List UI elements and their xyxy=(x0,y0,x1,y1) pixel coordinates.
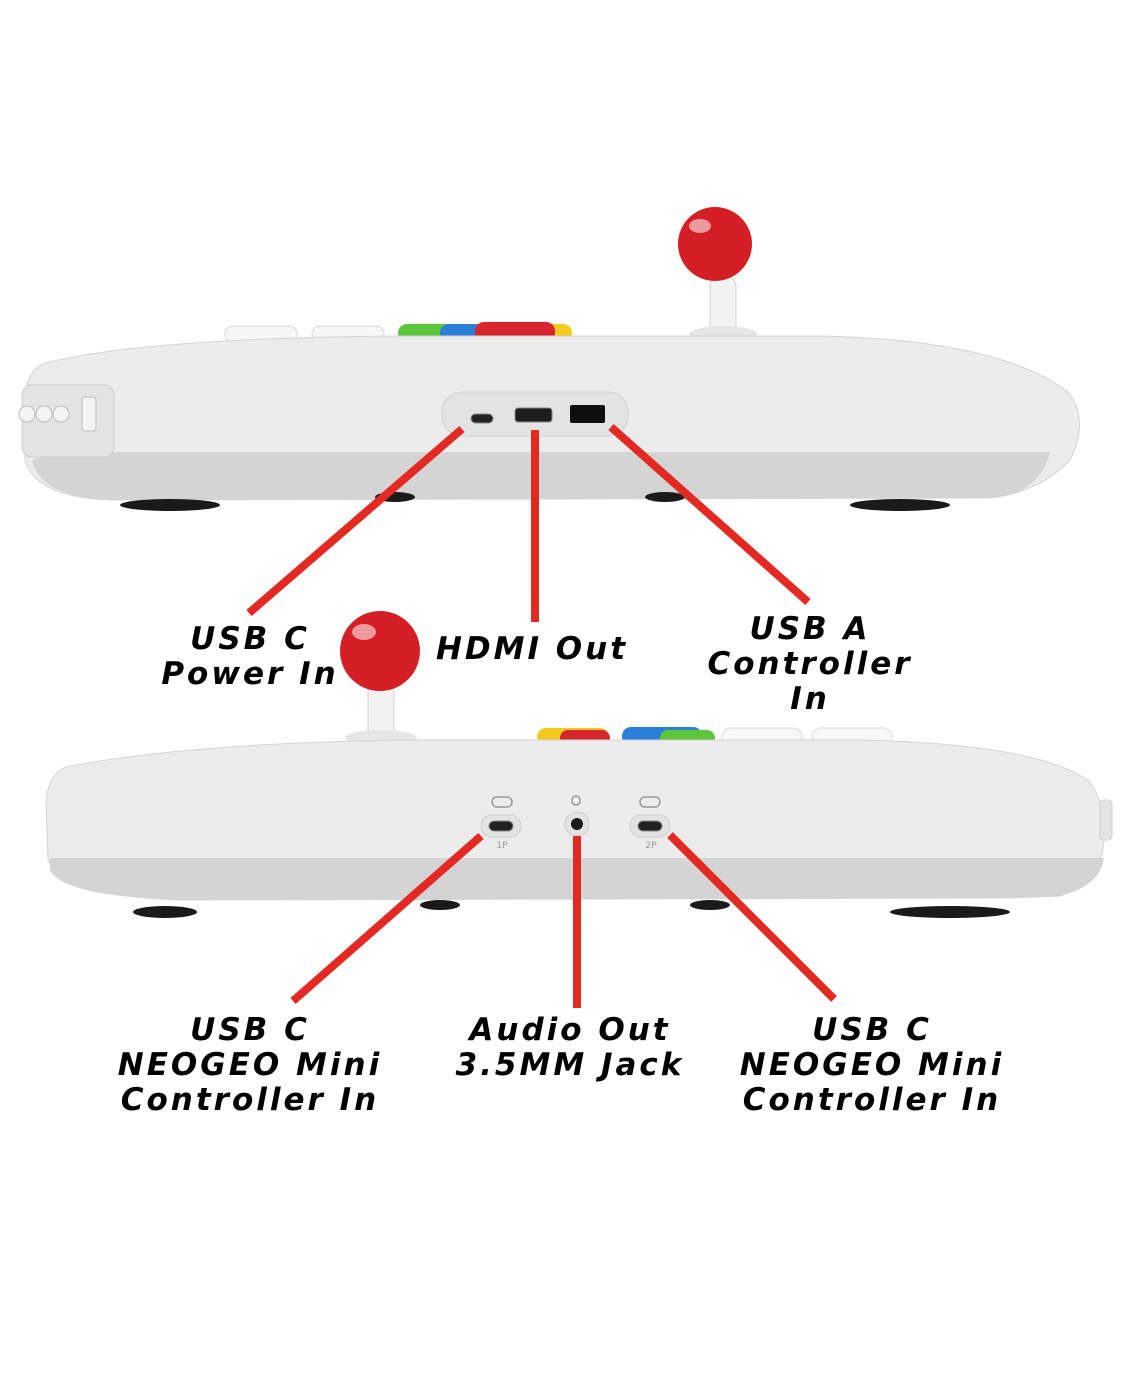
port-mark-1p: 1P xyxy=(496,841,508,851)
label-usb-c-1p-line-1: USB C xyxy=(190,1012,310,1048)
label-audio-out-line-1: Audio Out xyxy=(469,1012,671,1048)
top-joystick-highlight xyxy=(689,219,711,233)
label-audio-out-line-2: 3.5MM Jack xyxy=(455,1047,685,1083)
top-foot-1 xyxy=(120,499,220,511)
top-side-button-2 xyxy=(35,405,53,423)
label-usb-c-power-in: USB C Power In xyxy=(130,622,370,692)
top-side-button-3 xyxy=(52,405,70,423)
bottom-foot-1 xyxy=(133,906,197,918)
controller-2p-icon xyxy=(639,796,661,808)
label-usb-c-2p-line-2: NEOGEO Mini xyxy=(739,1047,1005,1083)
label-usb-c-2p-line-3: Controller In xyxy=(742,1082,1002,1118)
top-side-button-1 xyxy=(18,405,36,423)
bottom-foot-4 xyxy=(890,906,1010,918)
pointer-usb-c-1p xyxy=(290,832,484,1005)
port-mark-2p: 2P xyxy=(645,841,657,851)
usb-c-2p-port xyxy=(637,820,663,832)
top-console xyxy=(18,207,1080,511)
audio-jack-port xyxy=(571,818,583,830)
top-foot-3 xyxy=(645,492,685,502)
top-foot-4 xyxy=(850,499,950,511)
headphone-icon xyxy=(571,795,581,806)
label-usb-a-controller-in: USB A Controller In xyxy=(690,612,930,717)
label-usb-c-mini-2p: USB C NEOGEO Mini Controller In xyxy=(712,1013,1032,1118)
label-usb-c-1p-line-3: Controller In xyxy=(120,1082,380,1118)
label-usb-a-line-1: USB A xyxy=(749,611,871,647)
top-joystick-ball xyxy=(678,207,752,281)
label-usb-c-1p-line-2: NEOGEO Mini xyxy=(117,1047,383,1083)
usb-c-1p-port xyxy=(488,820,514,832)
top-console-underside xyxy=(32,452,1050,500)
bottom-foot-3 xyxy=(690,900,730,910)
bottom-foot-2 xyxy=(420,900,460,910)
usb-c-power-port xyxy=(470,413,494,424)
pointer-usb-a xyxy=(608,424,811,605)
usb-a-port xyxy=(570,405,605,423)
label-hdmi-out: HDMI Out xyxy=(422,632,642,667)
label-usb-c-2p-line-1: USB C xyxy=(812,1012,932,1048)
label-usb-c-power-line-2: Power In xyxy=(161,656,339,692)
hdmi-port xyxy=(514,407,553,423)
top-side-slot xyxy=(81,396,97,432)
bottom-side-tab xyxy=(1099,799,1113,841)
pointer-usb-c-power xyxy=(246,425,465,617)
label-audio-out: Audio Out 3.5MM Jack xyxy=(420,1013,720,1083)
pointer-lines xyxy=(246,424,837,1008)
pointer-usb-c-2p xyxy=(667,832,837,1002)
label-usb-c-mini-1p: USB C NEOGEO Mini Controller In xyxy=(90,1013,410,1118)
label-usb-c-power-line-1: USB C xyxy=(190,621,310,657)
top-side-panel xyxy=(21,384,115,458)
label-usb-a-line-2: Controller xyxy=(707,646,913,682)
label-usb-a-line-3: In xyxy=(790,681,830,717)
bottom-joystick-highlight xyxy=(352,624,376,640)
controller-1p-icon xyxy=(491,796,513,808)
label-hdmi-out-line-1: HDMI Out xyxy=(435,631,629,667)
